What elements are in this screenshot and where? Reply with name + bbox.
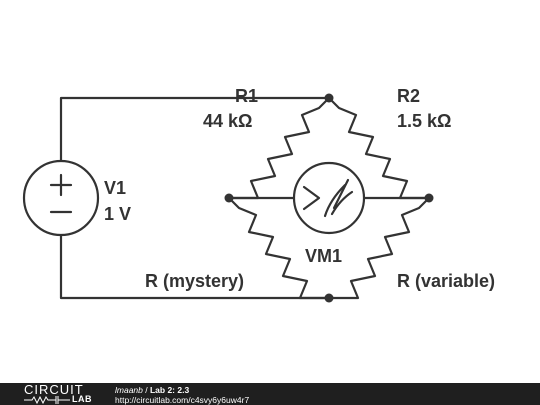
label-r2-name: R2 [397,86,420,106]
label-r-variable: R (variable) [397,271,495,291]
node-bottom [324,293,334,303]
voltmeter-vm1 [292,161,366,235]
label-v1-value: 1 V [104,204,131,224]
node-left [224,193,234,203]
footer-bar: CIRCUIT LAB lmaanb / Lab 2: 2.3 http://c… [0,382,540,405]
resistor-r-mystery [227,196,331,300]
resistor-r1 [227,96,331,200]
resistor-r2 [327,96,431,200]
label-r-mystery: R (mystery) [145,271,244,291]
meta-separator: / [142,385,150,395]
label-r2-value: 1.5 kΩ [397,111,451,131]
label-r1-value: 44 kΩ [203,111,252,131]
logo-wave-icon [24,396,70,404]
logo-text-lab: LAB [72,394,92,404]
circuit-meta: lmaanb / Lab 2: 2.3 http://circuitlab.co… [115,385,249,405]
voltage-source-v1 [22,159,100,237]
wire-top [59,96,331,162]
meta-line-title: lmaanb / Lab 2: 2.3 [115,385,249,395]
meter-chevron-icon [302,185,321,211]
circuit-schematic: R1 44 kΩ R2 1.5 kΩ V1 1 V VM1 R (mystery… [22,86,495,303]
circuitlab-logo: CIRCUIT LAB [24,382,96,404]
label-v1-name: V1 [104,178,126,198]
wire-bottom [59,234,331,300]
label-vm1: VM1 [305,246,342,266]
node-right [424,193,434,203]
logo-text-circuit: CIRCUIT [24,382,84,397]
circuit-title: Lab 2: 2.3 [149,385,190,395]
author-link[interactable]: lmaanb [115,385,143,395]
circuit-url[interactable]: http://circuitlab.com/c4svy6y6uw4r7 [115,395,250,405]
label-r1-name: R1 [235,86,258,106]
meter-dial-icon [323,178,354,218]
resistor-r-variable [327,196,431,300]
plus-icon [49,173,73,197]
node-top [324,93,334,103]
